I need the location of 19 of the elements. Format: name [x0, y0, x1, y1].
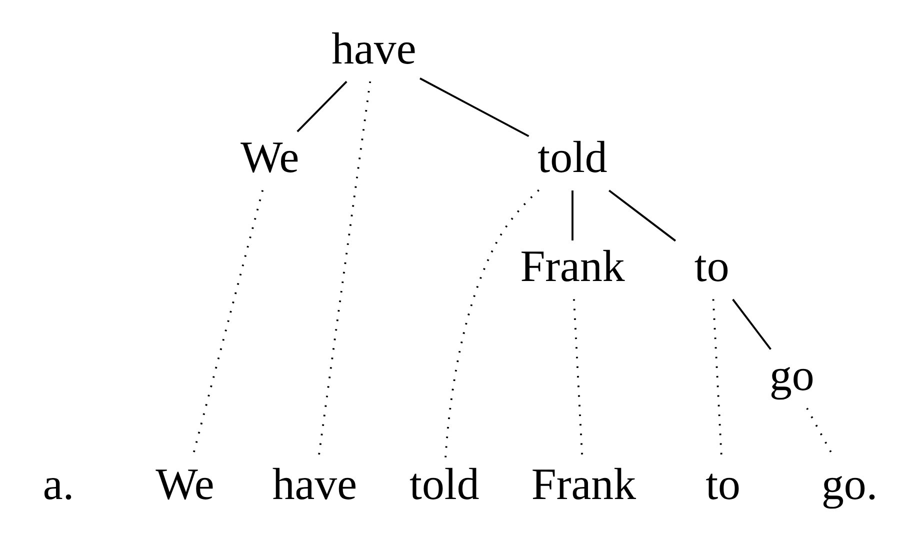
connector	[420, 78, 530, 138]
node-text: told	[410, 458, 480, 509]
label: a.	[42, 458, 74, 509]
node-text: have	[332, 23, 416, 74]
node-text: have	[272, 458, 357, 509]
node-text: to	[694, 241, 730, 292]
node-text: Frank	[520, 241, 625, 292]
connector	[572, 190, 574, 240]
node-text: go	[769, 350, 814, 400]
node-text: to	[706, 458, 740, 509]
connector	[296, 80, 348, 132]
connector	[732, 298, 772, 350]
node-text: go.	[821, 458, 878, 509]
node-text: Frank	[531, 458, 636, 509]
connector	[444, 189, 540, 459]
node-text: told	[538, 132, 608, 182]
node-text: We	[240, 132, 300, 182]
connector	[608, 190, 676, 242]
node-text: We	[156, 458, 214, 509]
